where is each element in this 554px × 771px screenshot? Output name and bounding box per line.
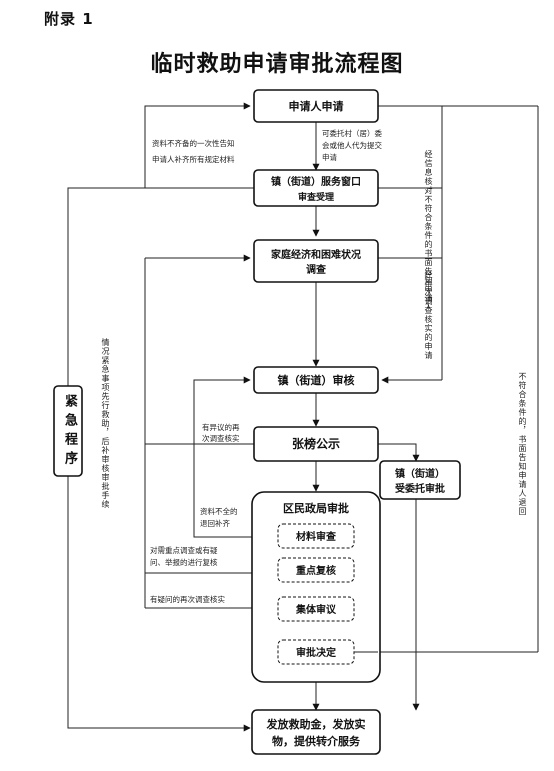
note-objection-line-2: 次调查核实 (202, 433, 240, 443)
node-window: 镇（街道）服务窗口 审查受理 (253, 169, 379, 207)
note-key-survey-line-2: 问、举报的进行复核 (150, 557, 218, 567)
arrow-material-to-review (193, 376, 278, 538)
node-bureau-label: 区民政局审批 (283, 501, 349, 515)
node-final-line-1: 发放救助金，发放实 (266, 717, 366, 731)
note-material-incomplete-line-1: 资料不全的 (200, 506, 238, 516)
emergency-upper (67, 187, 254, 386)
node-publicity: 张榜公示 (253, 426, 379, 462)
arrow-emergency-to-final (67, 476, 251, 732)
node-final: 发放救助金，发放实 物，提供转介服务 (251, 709, 381, 755)
step-key-check-label: 重点复核 (296, 564, 336, 577)
note-incomplete-line-1: 资料不齐备的一次性告知 (152, 138, 235, 148)
note-doubt: 有疑问的再次调查核实 (150, 594, 225, 604)
node-review-label: 镇（街道）审核 (278, 373, 355, 387)
node-apply-label: 申请人申请 (289, 99, 344, 113)
notes: 资料不齐备的一次性告知 申请人补齐所有规定材料 可委托村（居）委 会或他人代为提… (150, 128, 382, 604)
note-survey-fail: 经再次调查核实的申请 (424, 270, 433, 360)
step-decision-label: 审批决定 (296, 646, 336, 659)
node-survey: 家庭经济和困难状况 调查 (253, 239, 379, 283)
node-window-line-2: 审查受理 (298, 191, 334, 203)
note-verify-fail: 经信息核对不符合条件的书面告知申请人 (424, 150, 433, 312)
note-material-incomplete-line-2: 退回补齐 (200, 518, 230, 528)
note-entrust-line-1: 可委托村（居）委 (322, 128, 382, 138)
node-survey-line-1: 家庭经济和困难状况 (271, 248, 361, 261)
node-emergency-label: 紧急程序 (62, 394, 77, 470)
node-entrusted-line-1: 镇（街道） (395, 467, 445, 480)
node-publicity-label: 张榜公示 (292, 436, 340, 451)
node-apply: 申请人申请 (253, 89, 379, 123)
step-material: 材料审查 (277, 523, 355, 549)
node-review: 镇（街道）审核 (253, 366, 379, 394)
note-incomplete-line-2: 申请人补齐所有规定材料 (152, 154, 235, 164)
arrow-publicity-to-entrusted (378, 443, 420, 462)
node-emergency (53, 385, 83, 477)
appendix-label: 附录 1 (44, 10, 94, 28)
note-objection-line-1: 有异议的再 (202, 422, 240, 432)
note-emergency: 情况紧急事项先行救助，后补审核审批手续 (101, 338, 110, 509)
node-final-line-2: 物，提供转介服务 (272, 734, 361, 748)
node-window-line-1: 镇（街道）服务窗口 (271, 175, 361, 188)
step-material-label: 材料审查 (296, 530, 337, 543)
node-entrusted: 镇（街道） 受委托审批 (379, 460, 461, 500)
note-key-survey-line-1: 对需重点调查或有疑 (150, 545, 218, 555)
step-collective: 集体审议 (277, 596, 355, 622)
diagram-title: 临时救助申请审批流程图 (150, 51, 404, 77)
note-entrust-line-2: 会或他人代为提交 (322, 140, 382, 150)
node-survey-line-2: 调查 (306, 263, 327, 276)
step-key-check: 重点复核 (277, 557, 355, 583)
step-decision: 审批决定 (277, 639, 355, 665)
step-collective-label: 集体审议 (295, 603, 337, 616)
note-not-qualified: 不符合条件的，书面告知申请人退回 (518, 372, 527, 516)
node-entrusted-line-2: 受委托审批 (395, 482, 445, 495)
note-entrust-line-3: 申请 (322, 152, 337, 162)
